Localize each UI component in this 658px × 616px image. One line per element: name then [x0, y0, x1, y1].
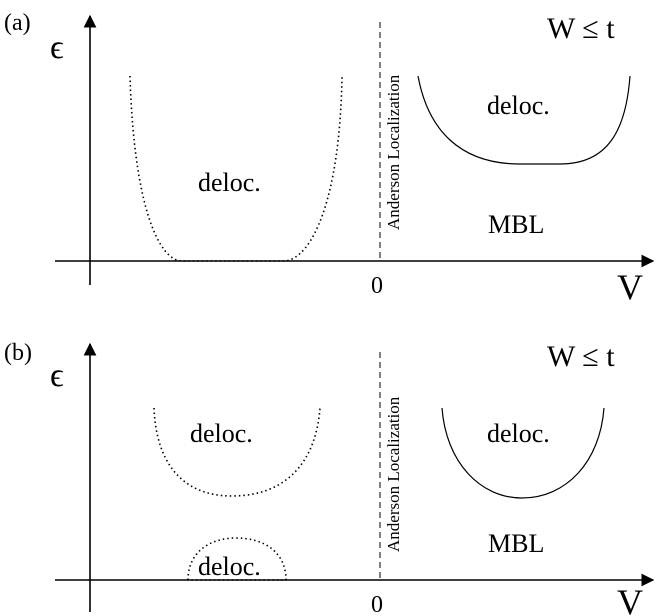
- condition-label: W ≤ t: [547, 12, 615, 45]
- y-axis-label: ϵ: [50, 357, 64, 394]
- region-label-mbl: MBL: [488, 529, 544, 558]
- panel-label: (b): [4, 340, 32, 366]
- region-label-deloc-upper-left: deloc.: [190, 419, 253, 448]
- panel-b: (b) ϵ W ≤ t Anderson Localization 0 V de…: [4, 340, 655, 616]
- origin-tick-label: 0: [371, 273, 383, 299]
- region-label-deloc-right: deloc.: [487, 91, 550, 120]
- panel-label: (a): [4, 10, 31, 36]
- region-label-deloc-right: deloc.: [487, 419, 550, 448]
- x-axis-label: V: [617, 582, 643, 616]
- deloc-boundary-right: [417, 75, 631, 165]
- region-label-mbl: MBL: [488, 210, 544, 239]
- origin-tick-label: 0: [371, 592, 383, 616]
- deloc-boundary-right: [441, 407, 605, 499]
- x-axis-label: V: [617, 267, 643, 307]
- region-label-deloc-lower-left: deloc.: [198, 552, 261, 581]
- anderson-localization-label: Anderson Localization: [384, 74, 403, 230]
- deloc-boundary-left: [129, 75, 343, 262]
- panel-a: (a) ϵ W ≤ t Anderson Localization 0 V de…: [4, 10, 655, 307]
- y-axis-label: ϵ: [50, 29, 64, 66]
- condition-label: W ≤ t: [547, 340, 615, 373]
- region-label-deloc-left: deloc.: [198, 168, 261, 197]
- anderson-localization-label: Anderson Localization: [384, 396, 403, 552]
